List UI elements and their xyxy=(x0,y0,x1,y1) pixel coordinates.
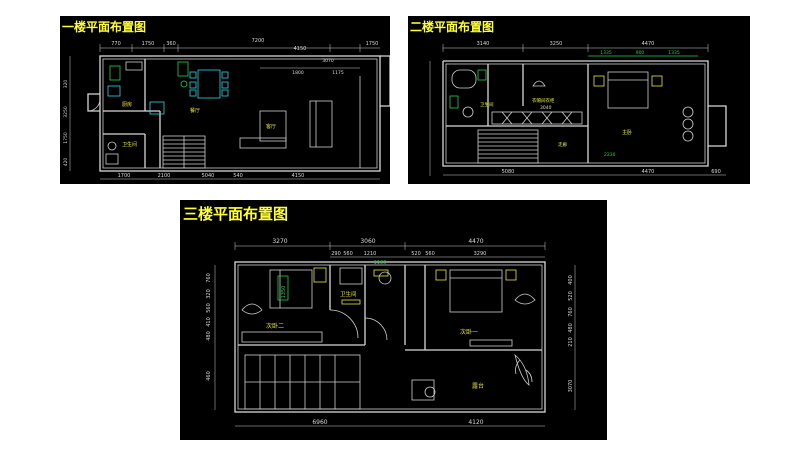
f3-label-bedroom1: 次卧一 xyxy=(460,328,478,336)
f1-sofa xyxy=(309,100,333,148)
f1-dim-top-5: 1750 xyxy=(366,41,379,47)
floor2-plan: 3140 3250 4470 1335 900 1335 xyxy=(429,41,727,176)
floor3-plan: 3270 3060 4470 290 560 1210 520 560 3290… xyxy=(206,238,576,427)
f1-dim-bottom-2: 5040 xyxy=(202,173,215,179)
f1-dining-table xyxy=(197,69,221,99)
f3-dim-inner-3: 520 xyxy=(411,251,421,257)
f3-dim-top-2: 4470 xyxy=(468,238,483,245)
f3-dim-top-1: 3060 xyxy=(360,238,375,245)
f1-dim-bottom-0: 1700 xyxy=(118,173,131,179)
f2-label-bath: 卫生间 xyxy=(480,101,494,108)
f3-dim-bottom-1: 4120 xyxy=(468,419,483,426)
f2-label-closet: 衣帽间衣柜 xyxy=(532,97,555,104)
f1-dim-bottom-1: 2100 xyxy=(158,173,171,179)
floor2-title: 二楼平面布置图 xyxy=(410,20,495,34)
floor3-panel: 三楼平面布置图 3270 3060 4470 290 560 1210 520 … xyxy=(180,200,607,440)
f3-outer-wall xyxy=(234,261,546,413)
f1-dim-top-3: 7200 xyxy=(252,38,265,44)
f3-dim-inner-1350: 1350 xyxy=(281,286,287,299)
f3-dim-left-1: 320 xyxy=(206,289,212,299)
f1-label-bath: 卫生间 xyxy=(122,141,137,148)
f2-label-bedroom: 主卧 xyxy=(622,129,632,136)
f1-dim-left-3: 420 xyxy=(63,158,69,167)
f1-dim-top-4: 4150 xyxy=(294,46,307,52)
f2-dim-top-1: 3250 xyxy=(550,41,563,47)
f3-dim-top-0: 3270 xyxy=(272,238,287,245)
f2-dim-inner-2: 1335 xyxy=(668,50,680,56)
f1-dim-left-1: 3250 xyxy=(63,106,69,118)
f3-dim-bottom-0: 6960 xyxy=(312,419,327,426)
f3-dim-right-0: 400 xyxy=(568,275,574,285)
f3-dim-inner-4: 560 xyxy=(425,251,435,257)
f3-dim-right-5: 3070 xyxy=(568,380,574,393)
f1-dim-left-2: 1750 xyxy=(63,132,69,144)
f2-dim-bottom-1: 4470 xyxy=(642,169,655,175)
f3-dim-inner-1: 560 xyxy=(343,251,353,257)
f2-dim-bottom-2: 690 xyxy=(711,169,721,175)
f3-dim-left-3: 410 xyxy=(206,317,212,327)
f1-dim-inner-1: 1175 xyxy=(332,70,344,76)
f1-dim-bottom-4: 4150 xyxy=(292,173,305,179)
f3-dim-left-0: 760 xyxy=(206,273,212,283)
f2-dim-inner-1: 900 xyxy=(636,50,645,56)
f1-dim-left-0: 320 xyxy=(63,80,69,89)
f3-dim-inner-5: 3290 xyxy=(474,251,487,257)
f3-label-bedroom2: 次卧二 xyxy=(266,322,284,330)
f1-label-kitchen: 厨房 xyxy=(122,101,132,108)
f1-dim-inner-2: 3070 xyxy=(322,58,334,64)
f3-dim-inner-2: 1210 xyxy=(364,251,377,257)
f1-outer-wall xyxy=(99,55,381,172)
floor1-plan: 770 1750 360 7200 4150 1750 1800 1175 30… xyxy=(63,38,390,180)
f1-dim-top-2: 360 xyxy=(166,41,176,47)
f2-dim-inner-3040: 3040 xyxy=(540,105,552,111)
f1-label-dining: 餐厅 xyxy=(190,107,200,114)
f1-label-living: 客厅 xyxy=(266,123,276,130)
f2-dim-bottom-0: 5080 xyxy=(502,169,515,175)
f2-dim-top-0: 3140 xyxy=(477,41,490,47)
f1-dim-inner-0: 1800 xyxy=(292,70,304,76)
f1-dim-bottom-3: 540 xyxy=(233,173,243,179)
f2-outer-wall xyxy=(442,60,709,167)
floor1-panel: 一楼平面布置图 770 1750 360 7200 4150 1750 1800… xyxy=(60,16,390,184)
f1-dim-top-0: 770 xyxy=(111,41,121,47)
f3-dim-inner-0: 290 xyxy=(331,251,341,257)
f1-dim-top-1: 1750 xyxy=(142,41,155,47)
floor3-title: 三楼平面布置图 xyxy=(183,205,289,223)
f3-dim-inner-1130: 1130 xyxy=(374,260,387,266)
f3-bed-2 xyxy=(269,269,313,309)
f2-dim-top-2: 4470 xyxy=(642,41,655,47)
f2-master-bed xyxy=(607,71,649,109)
f3-label-bath: 卫生间 xyxy=(340,290,357,298)
f3-dim-right-2: 760 xyxy=(568,307,574,317)
floor2-panel: 二楼平面布置图 3140 3250 4470 1335 900 1335 xyxy=(408,16,750,184)
f3-label-terrace: 露台 xyxy=(472,382,484,390)
f3-dim-right-3: 480 xyxy=(568,323,574,333)
f3-dim-right-4: 210 xyxy=(568,337,574,347)
f3-dim-right-1: 520 xyxy=(568,291,574,301)
f1-coffee-table xyxy=(259,110,287,142)
f3-bed-1 xyxy=(449,269,503,313)
f3-dim-left-5: 460 xyxy=(206,371,212,381)
floor1-title: 一楼平面布置图 xyxy=(62,20,147,34)
f2-dim-inner-2230: 2230 xyxy=(604,152,616,158)
f3-dim-left-4: 480 xyxy=(206,331,212,341)
f2-label-hall: 走廊 xyxy=(558,141,567,148)
f3-dim-left-2: 560 xyxy=(206,303,212,313)
f2-dim-inner-0: 1335 xyxy=(600,50,612,56)
